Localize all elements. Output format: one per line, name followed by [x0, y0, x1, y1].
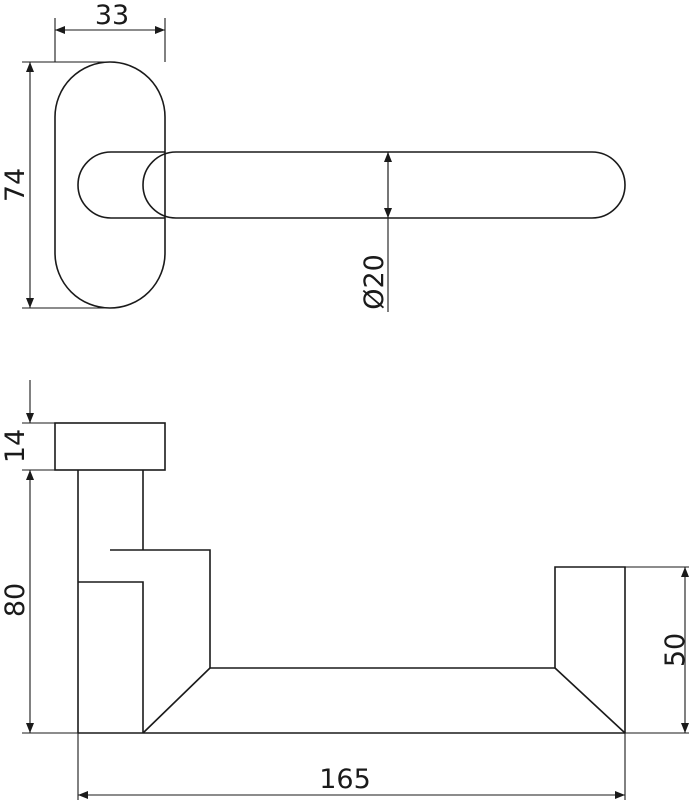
- end-height-label: 50: [660, 633, 689, 667]
- rose-side: [54, 422, 166, 471]
- top-view: 33 74 Ø20: [0, 0, 626, 312]
- dimension-end-height: 50: [625, 566, 689, 734]
- side-view: 14 80 50 165: [0, 380, 689, 800]
- lever-length-label: 165: [319, 764, 371, 795]
- rose-plate: [54, 61, 166, 309]
- rose-height-label: 74: [0, 168, 31, 202]
- lever-neck: [77, 151, 165, 219]
- lever-diameter-label: Ø20: [359, 254, 390, 310]
- dimension-lever-length: 165: [77, 733, 626, 800]
- dimension-rose-width: 33: [54, 0, 166, 62]
- dimension-lever-diameter: Ø20: [359, 152, 392, 312]
- lever-grip: [142, 151, 626, 219]
- dimension-rose-height: 74: [0, 61, 110, 309]
- lever-height-label: 80: [0, 583, 31, 617]
- rose-width-label: 33: [95, 0, 129, 31]
- dimension-rose-thickness: 14: [0, 380, 78, 471]
- dimension-lever-height: 80: [0, 470, 78, 734]
- rose-thickness-label: 14: [0, 429, 31, 463]
